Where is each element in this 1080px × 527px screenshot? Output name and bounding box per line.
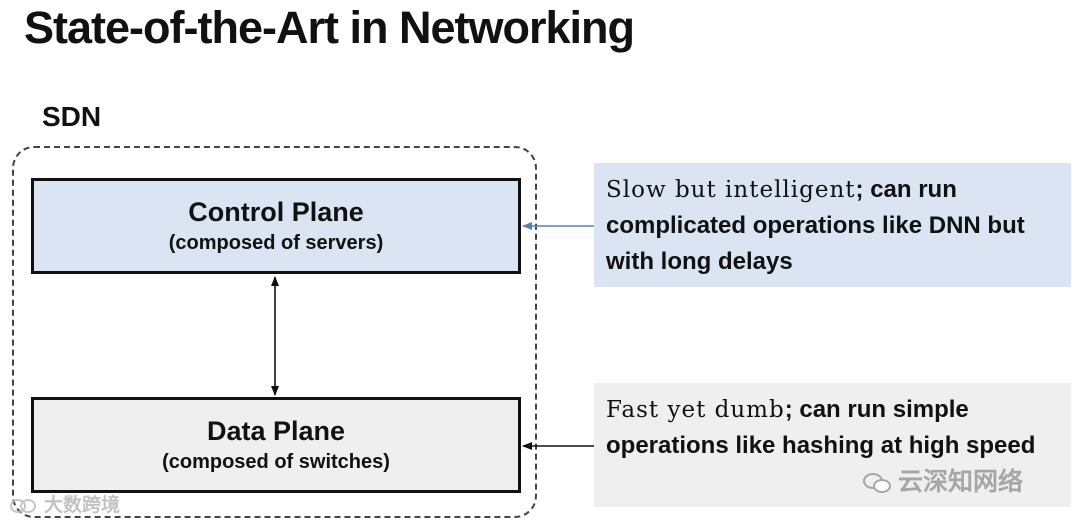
fast-note-lead: Fast yet dumb xyxy=(606,397,785,423)
slow-note-lead: Slow but intelligent xyxy=(606,177,856,203)
data-plane-box: Data Plane (composed of switches) xyxy=(31,397,521,493)
fast-note-rest: ; can run simple operations like hashing… xyxy=(606,396,1036,459)
control-plane-subtitle: (composed of servers) xyxy=(168,232,384,254)
loop-logo-icon xyxy=(10,498,36,513)
watermark-left-text: 大数跨境 xyxy=(44,495,121,516)
data-plane-subtitle: (composed of switches) xyxy=(162,451,390,473)
page-title: State-of-the-Art in Networking xyxy=(24,2,635,53)
control-plane-box: Control Plane (composed of servers) xyxy=(31,178,521,274)
slow-note-rest: ; can run complicated operations like DN… xyxy=(606,176,1025,275)
sdn-frame xyxy=(12,146,537,518)
watermark-right: 云深知网络 xyxy=(862,462,1023,498)
data-plane-title: Data Plane xyxy=(206,416,346,446)
watermark-right-text: 云深知网络 xyxy=(898,468,1024,496)
watermark-left: 大数跨境 xyxy=(8,490,120,518)
control-plane-title: Control Plane xyxy=(188,197,364,227)
slow-note: Slow but intelligent; can run complicate… xyxy=(594,163,1071,287)
fast-note: Fast yet dumb; can run simple operations… xyxy=(594,383,1071,507)
wechat-icon xyxy=(863,473,891,494)
sdn-label: SDN xyxy=(42,101,102,132)
